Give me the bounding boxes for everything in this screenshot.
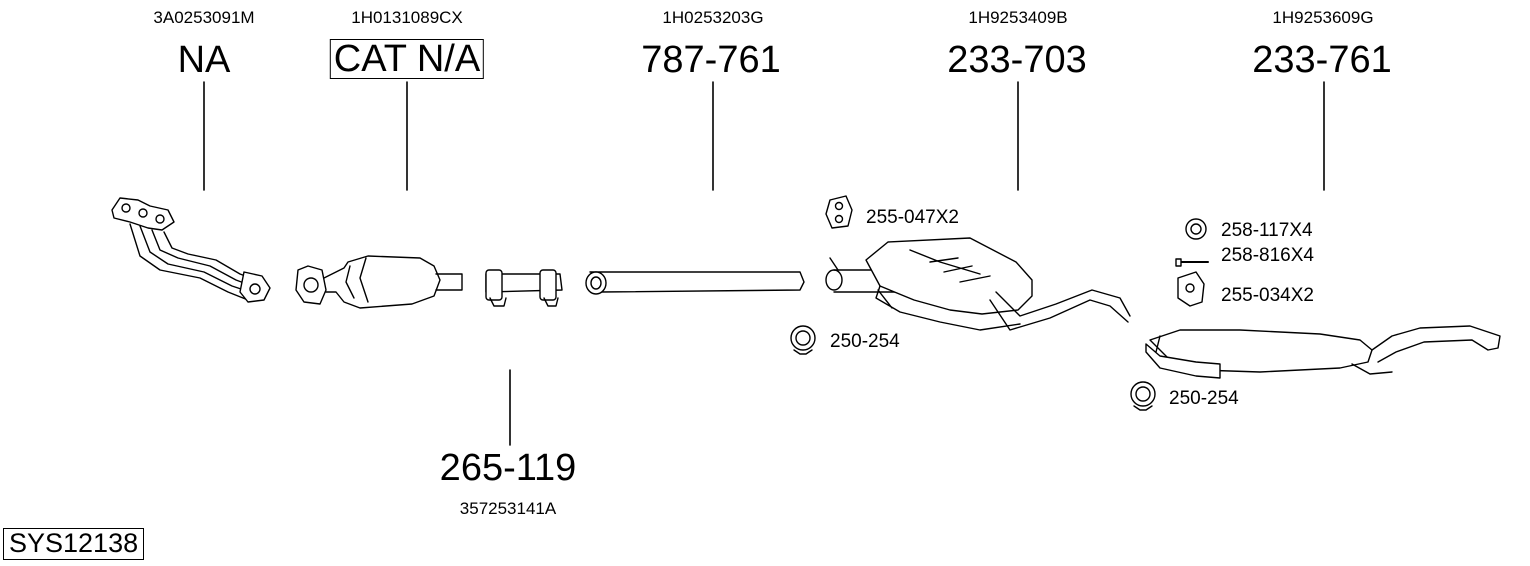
mounting-bracket-icon[interactable] bbox=[1177, 271, 1205, 307]
center-silencer-icon[interactable] bbox=[825, 237, 1131, 331]
part-number-catalyst[interactable]: CAT N/A bbox=[329, 39, 485, 79]
leader-lines bbox=[203, 81, 1325, 446]
system-code-badge: SYS12138 bbox=[3, 528, 145, 560]
pipe-clamp-icon[interactable] bbox=[790, 325, 816, 355]
accessory-label-clamp-front[interactable]: 250-254 bbox=[830, 331, 900, 352]
rear-silencer-icon[interactable] bbox=[1145, 325, 1501, 379]
oem-number-center-box: 1H9253409B bbox=[968, 8, 1068, 27]
accessory-label-bracket[interactable]: 255-034X2 bbox=[1221, 285, 1314, 306]
oem-number-front-pipe: 3A0253091M bbox=[153, 8, 255, 27]
pipe-clamp-icon[interactable] bbox=[1130, 381, 1156, 411]
rubber-hanger-icon[interactable] bbox=[825, 195, 853, 229]
oem-number-rear-box: 1H9253609G bbox=[1272, 8, 1374, 27]
part-number-middle-pipe[interactable]: 787-761 bbox=[641, 39, 781, 81]
part-number-front-pipe[interactable]: NA bbox=[177, 39, 231, 81]
accessory-label-ring[interactable]: 258-117X4 bbox=[1221, 220, 1313, 241]
oem-number-middle-pipe: 1H0253203G bbox=[662, 8, 764, 27]
oem-number-catalyst: 1H0131089CX bbox=[351, 8, 463, 27]
part-number-rear-box[interactable]: 233-761 bbox=[1252, 39, 1392, 81]
part-number-center-box[interactable]: 233-703 bbox=[947, 39, 1087, 81]
connector-sleeve-icon[interactable] bbox=[485, 269, 563, 307]
middle-pipe-icon[interactable] bbox=[585, 271, 805, 295]
bolt-icon[interactable] bbox=[1175, 258, 1209, 267]
front-pipe-icon[interactable] bbox=[111, 197, 271, 303]
oem-number-connector: 357253141A bbox=[459, 499, 557, 518]
accessory-label-clamp-rear[interactable]: 250-254 bbox=[1169, 388, 1239, 409]
ring-gasket-icon[interactable] bbox=[1185, 218, 1207, 240]
accessory-label-bolt[interactable]: 258-816X4 bbox=[1221, 245, 1314, 266]
catalytic-converter-icon[interactable] bbox=[295, 255, 463, 309]
part-number-connector[interactable]: 265-119 bbox=[439, 447, 577, 489]
accessory-label-hanger[interactable]: 255-047X2 bbox=[866, 207, 959, 228]
